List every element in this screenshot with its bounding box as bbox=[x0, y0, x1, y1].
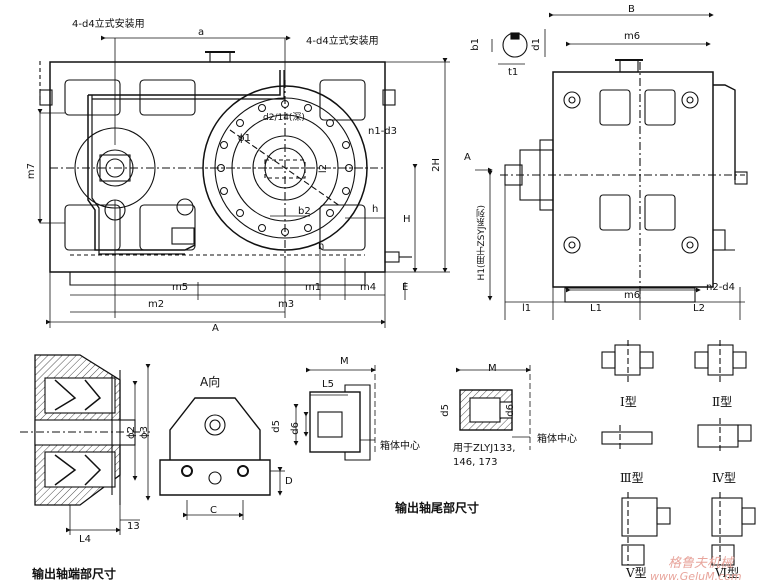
watermark-url: www.GeluM.com bbox=[650, 570, 742, 583]
dim-h: h bbox=[372, 204, 379, 215]
type-3-label: Ⅲ型 bbox=[620, 471, 644, 485]
dim-d5: d5 bbox=[271, 420, 282, 433]
box-center-label-2: 箱体中心 bbox=[537, 434, 577, 445]
dim-t1: t1 bbox=[508, 67, 519, 78]
dim-n1-d3: n1-d3 bbox=[368, 126, 398, 137]
type-diagrams bbox=[601, 340, 756, 566]
type-1-label: Ⅰ型 bbox=[620, 395, 637, 409]
view-a-arrow-label: A bbox=[464, 152, 471, 163]
dim-B: B bbox=[628, 4, 635, 15]
dim-2H: 2H bbox=[431, 158, 442, 172]
dim-A: A bbox=[212, 323, 219, 334]
dim-h-small: h bbox=[318, 241, 325, 252]
dim-m4: m4 bbox=[360, 282, 377, 293]
dim-d1: d1 bbox=[531, 38, 542, 51]
dim-m1: m1 bbox=[305, 282, 322, 293]
dim-M: M bbox=[340, 356, 349, 367]
install-note-left: 4-d4立式安装用 bbox=[72, 19, 145, 30]
dim-l1: l1 bbox=[522, 303, 532, 314]
dim-m7: m7 bbox=[26, 163, 37, 180]
dim-D: D bbox=[285, 476, 293, 487]
dim-n2-d4: n2-d4 bbox=[706, 282, 736, 293]
shaft-end-detail bbox=[20, 354, 151, 535]
dim-l2: l2 bbox=[318, 164, 329, 174]
dim-L4: L4 bbox=[79, 534, 91, 545]
side-view-gearbox bbox=[475, 12, 748, 320]
box-center-label: 箱体中心 bbox=[380, 441, 420, 452]
shaft-end-caption: 输出轴端部尺寸 bbox=[32, 567, 117, 581]
dim-phi1: ϕ1 bbox=[238, 133, 251, 144]
dim-d6-2: d6 bbox=[505, 404, 516, 417]
shaft-tail-detail-2 bbox=[456, 365, 531, 450]
dim-H: H bbox=[403, 214, 411, 225]
dim-d5-2: d5 bbox=[440, 404, 451, 417]
dim-E: E bbox=[402, 282, 409, 293]
dim-C: C bbox=[210, 505, 217, 516]
dim-m5: m5 bbox=[172, 282, 189, 293]
dim-L1: L1 bbox=[590, 303, 602, 314]
dim-m3: m3 bbox=[278, 299, 295, 310]
tail-note-line2: 146, 173 bbox=[453, 457, 498, 468]
view-a-foot bbox=[159, 397, 285, 520]
dim-13: 13 bbox=[127, 521, 140, 532]
type-6-label: Ⅵ型 bbox=[715, 566, 740, 580]
type-2-label: Ⅱ型 bbox=[712, 395, 733, 409]
shaft-tail-detail bbox=[293, 365, 376, 461]
dim-L5: L5 bbox=[322, 379, 334, 390]
dim-L2: L2 bbox=[693, 303, 705, 314]
type-5-label: Ⅴ型 bbox=[626, 566, 647, 580]
view-a-title: A向 bbox=[200, 375, 221, 389]
dim-phi2: ϕ2 bbox=[126, 426, 137, 439]
dim-a: a bbox=[198, 27, 205, 38]
front-view-dimensions bbox=[37, 35, 450, 328]
dim-H1-note: H1(用于ZSYJ系列) bbox=[477, 205, 487, 281]
front-view-gearbox bbox=[39, 51, 412, 286]
tail-note-line1: 用于ZLYJ133, bbox=[453, 443, 516, 454]
dim-d2-note: d2/14(深) bbox=[263, 113, 305, 123]
dim-b1: b1 bbox=[470, 38, 481, 51]
type-4-label: Ⅳ型 bbox=[712, 471, 736, 485]
dim-m6-top: m6 bbox=[624, 31, 641, 42]
dim-d6: d6 bbox=[290, 422, 301, 435]
dim-M-2: M bbox=[488, 363, 497, 374]
dim-phi3: ϕ3 bbox=[139, 426, 150, 439]
watermark-cn: 格鲁夫机械 bbox=[668, 556, 734, 571]
dim-m6-bottom: m6 bbox=[624, 290, 641, 301]
shaft-tail-caption: 输出轴尾部尺寸 bbox=[395, 501, 480, 515]
install-note-right: 4-d4立式安装用 bbox=[306, 36, 379, 47]
dim-m2: m2 bbox=[148, 299, 165, 310]
dim-b2: b2 bbox=[298, 206, 311, 217]
